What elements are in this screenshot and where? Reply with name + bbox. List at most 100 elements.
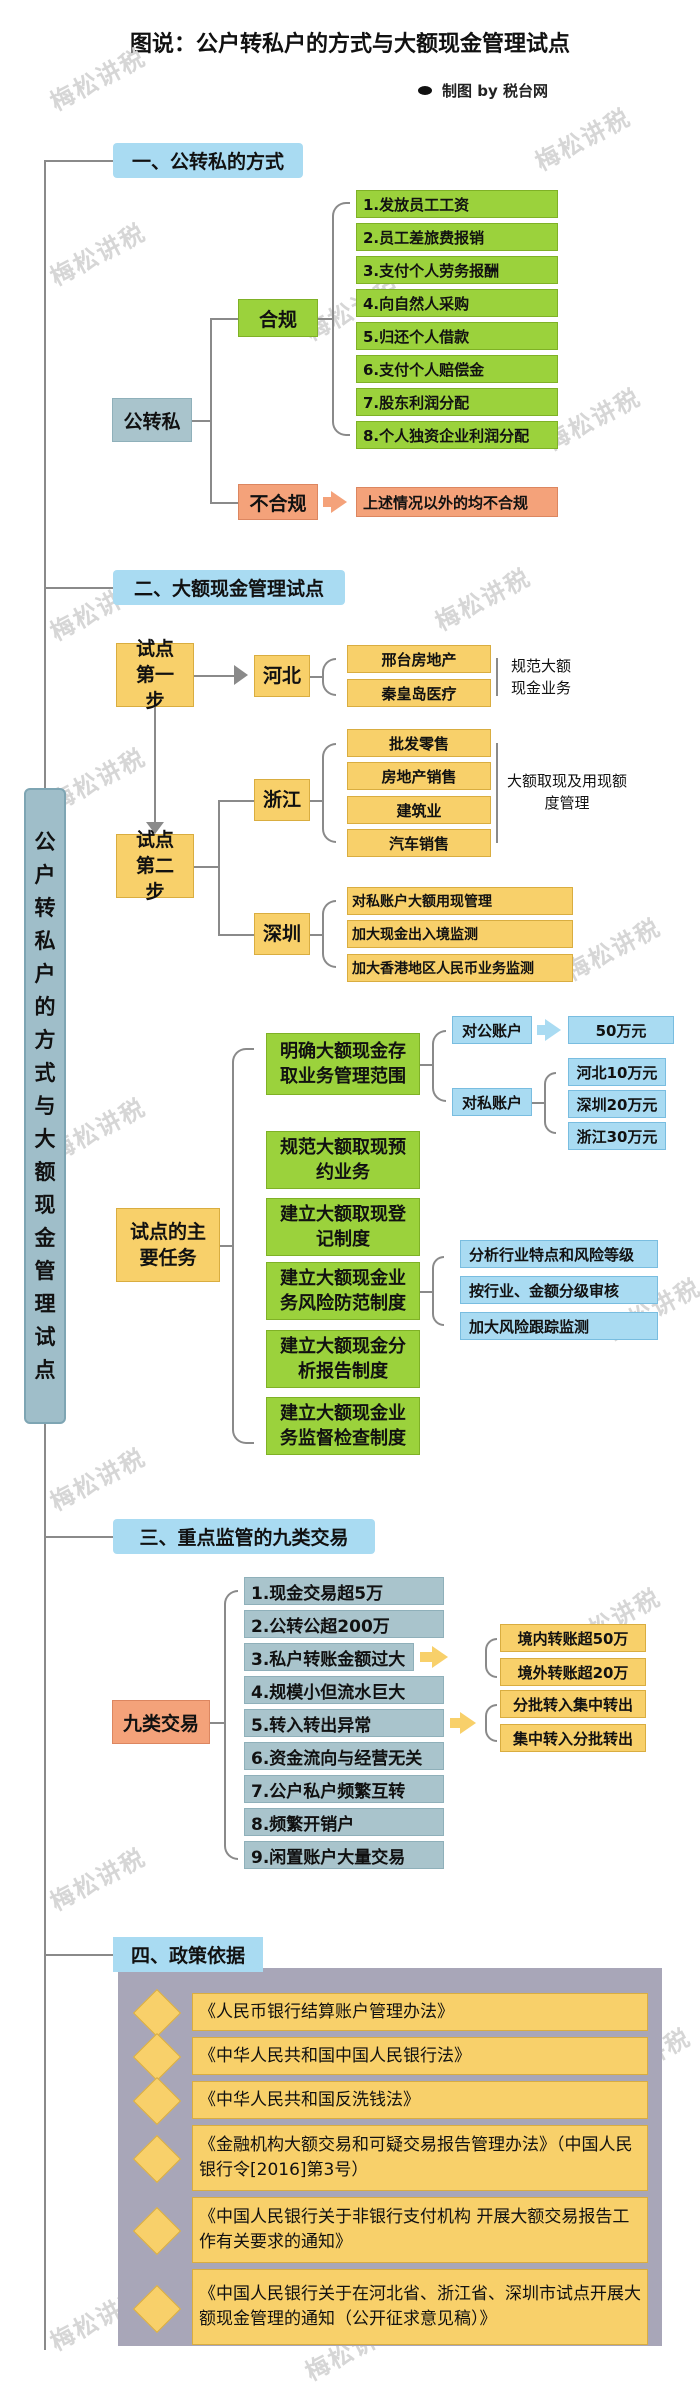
public-amount: 50万元 [568,1016,674,1044]
connector [218,800,254,802]
connector [210,1722,224,1724]
connector [210,318,212,502]
task-node: 建立大额现金业务风险防范制度 [266,1262,420,1320]
transaction-item: 5.转入转出异常 [244,1709,444,1737]
connector [432,1030,446,1102]
connector [210,502,238,504]
zhejiang-node: 浙江 [254,779,310,821]
s3-root: 九类交易 [112,1700,210,1744]
task-node: 建立大额现金业务监督检查制度 [266,1397,420,1455]
connector [496,743,498,843]
risk-item: 加大风险跟踪监测 [460,1312,658,1340]
private-amount: 深圳20万元 [568,1090,666,1118]
connector [485,1638,497,1678]
arrow-icon [450,1712,476,1734]
connector [44,1536,114,1538]
connector [318,318,332,320]
noncompliant-node: 不合规 [238,484,318,520]
zhejiang-item: 批发零售 [347,729,491,757]
noncompliant-item: 上述情况以外的均不合规 [356,487,558,517]
connector [310,676,322,678]
risk-item: 按行业、金额分级审核 [460,1276,658,1304]
credit-text: 制图 by 税台网 [442,82,548,100]
connector [322,743,336,843]
transaction-item: 6.资金流向与经营无关 [244,1742,444,1770]
hebei-node: 河北 [254,655,310,697]
transaction-item: 4.规模小但流水巨大 [244,1676,444,1704]
s1-root: 公转私 [112,398,192,442]
policy-item: 《人民币银行结算账户管理办法》 [192,1993,648,2031]
connector [485,1704,497,1742]
split-item: 分批转入集中转出 [500,1690,646,1718]
section2-heading: 二、大额现金管理试点 [113,570,345,605]
private-amount: 河北10万元 [568,1058,666,1086]
watermark: 梅松讲税 [45,1842,151,1917]
task-node: 明确大额现金存取业务管理范围 [266,1033,420,1095]
connector [218,934,254,936]
compliant-item: 7.股东利润分配 [356,388,558,416]
watermark: 梅松讲税 [430,562,536,637]
connector [218,800,220,934]
compliant-item: 5.归还个人借款 [356,322,558,350]
policy-item: 《中华人民共和国反洗钱法》 [192,2081,648,2119]
policy-item: 《中华人民共和国中国人民银行法》 [192,2037,648,2075]
transfer-item: 境内转账超50万 [500,1624,646,1652]
connector [322,658,336,696]
shenzhen-item: 加大现金出入境监测 [347,920,573,948]
connector [310,934,322,936]
connector [420,1291,432,1293]
task-node: 建立大额取现登记制度 [266,1198,420,1256]
split-item: 集中转入分批转出 [500,1724,646,1752]
arrow-icon [323,491,347,513]
task-node: 规范大额取现预约业务 [266,1131,420,1189]
main-label: 公户转私户的方式与大额现金管理试点 [24,788,66,1424]
page-title: 图说：公户转私户的方式与大额现金管理试点 [129,32,570,57]
compliant-item: 1.发放员工工资 [356,190,558,218]
private-amount: 浙江30万元 [568,1122,666,1150]
connector [232,1048,254,1444]
connector [192,420,210,422]
compliant-item: 4.向自然人采购 [356,289,558,317]
zhejiang-item: 建筑业 [347,796,491,824]
compliant-node: 合规 [238,299,318,337]
arrow-icon [420,1646,448,1668]
policy-item: 《中国人民银行关于在河北省、浙江省、深圳市试点开展大额现金管理的通知（公开征求意… [192,2269,648,2345]
connector [44,160,114,162]
connector [194,866,218,868]
transaction-item: 1.现金交易超5万 [244,1577,444,1605]
zhejiang-note: 大额取现及用现额度管理 [507,772,628,812]
policy-item: 《中国人民银行关于非银行支付机构 开展大额交易报告工作有关要求的通知》 [192,2197,648,2263]
hebei-item: 秦皇岛医疗 [347,679,491,707]
compliant-item: 6.支付个人赔偿金 [356,355,558,383]
transaction-item: 3.私户转账金额过大 [244,1643,414,1671]
connector [496,658,498,696]
arrow-icon [234,665,248,685]
transfer-item: 境外转账超20万 [500,1658,646,1686]
connector [210,318,238,320]
public-account: 对公账户 [452,1016,532,1044]
credit: 制图 by 税台网 [418,80,548,101]
shenzhen-item: 对私账户大额用现管理 [347,887,573,915]
connector [310,800,322,802]
connector [544,1072,556,1134]
transaction-item: 2.公转公超200万 [244,1610,444,1638]
connector [332,202,350,436]
connector [154,707,156,827]
connector [432,1256,444,1326]
connector [44,587,114,589]
transaction-item: 7.公户私户频繁互转 [244,1775,444,1803]
section4-heading: 四、政策依据 [113,1937,263,1972]
watermark: 梅松讲税 [560,912,666,987]
transaction-item: 9.闲置账户大量交易 [244,1841,444,1869]
watermark: 梅松讲税 [45,1442,151,1517]
tasks-root: 试点的主要任务 [116,1208,220,1282]
step1-node: 试点第一步 [116,638,194,712]
step2-node: 试点第二步 [116,829,194,903]
transaction-item: 8.频繁开销户 [244,1808,444,1836]
connector [194,675,234,677]
shenzhen-node: 深圳 [254,913,310,955]
risk-item: 分析行业特点和风险等级 [460,1240,658,1268]
section1-heading: 一、公转私的方式 [113,143,303,178]
arrow-icon [146,822,164,834]
hebei-item: 邢台房地产 [347,645,491,673]
